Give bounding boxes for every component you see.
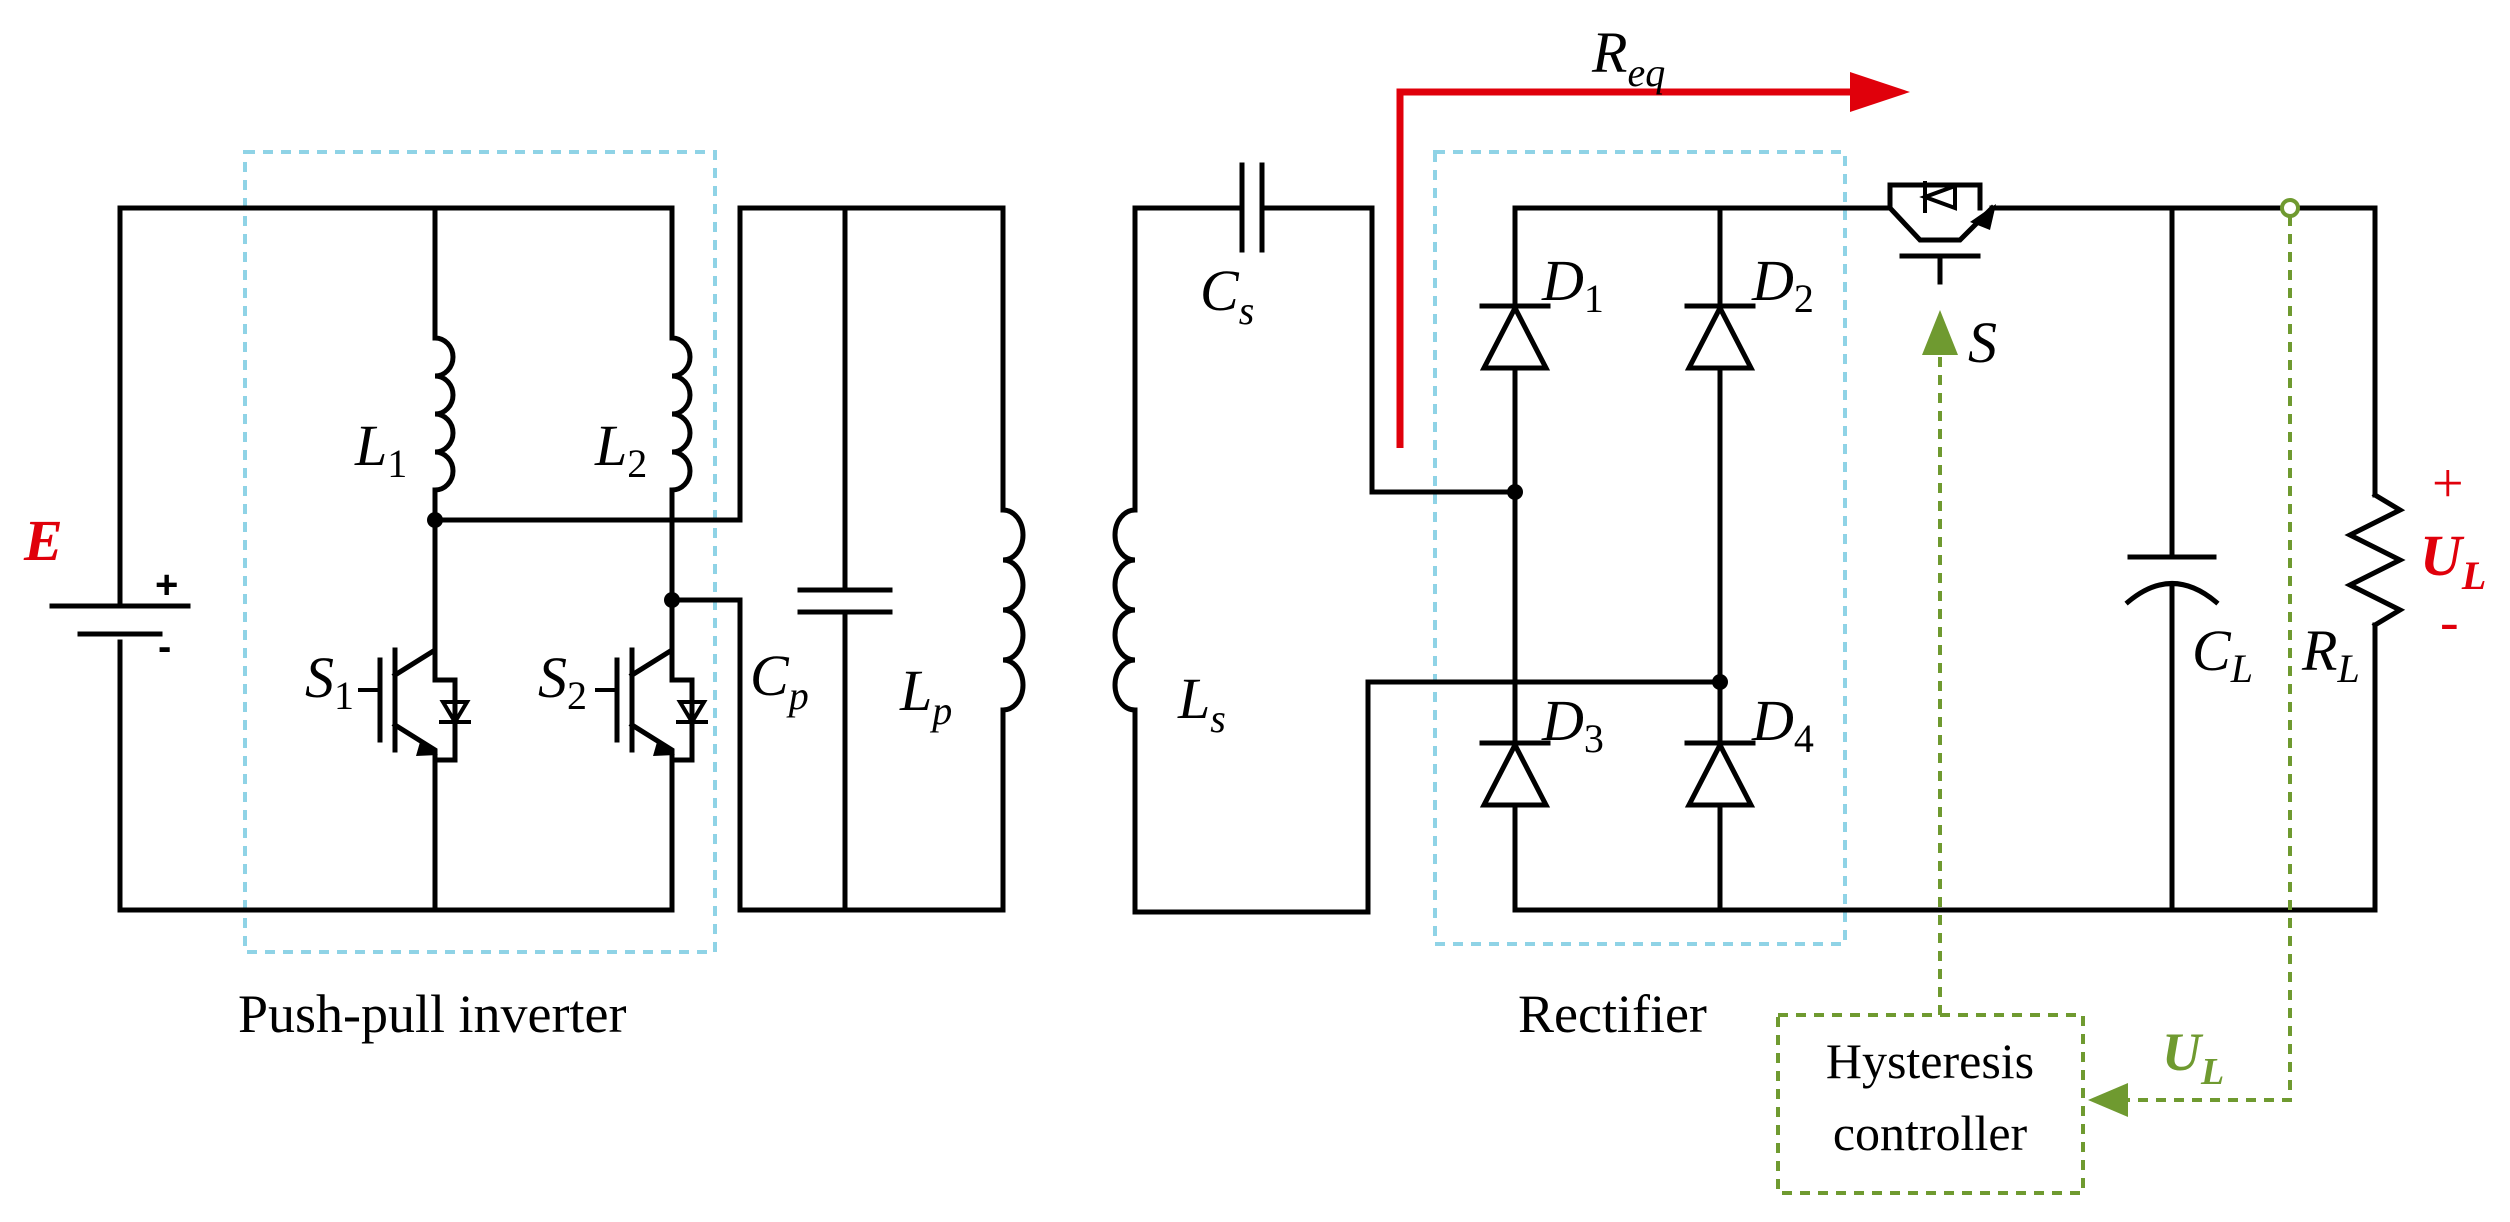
- igbt-s2: [595, 637, 708, 913]
- junction-rect-left: [1507, 484, 1523, 500]
- resistor-rl: [2344, 491, 2406, 629]
- push-pull-inverter: [358, 205, 743, 913]
- label-rectifier: Rectifier: [1518, 984, 1707, 1044]
- label-push-pull-inverter: Push-pull inverter: [238, 984, 626, 1044]
- label-ul-minus: -: [2440, 591, 2459, 653]
- voltage-sense-node: [2280, 198, 2300, 218]
- inductor-lp: [1002, 507, 1026, 713]
- label-d1: D1: [1541, 248, 1604, 321]
- label-cp: Cp: [750, 643, 809, 718]
- label-s1: S1: [305, 645, 354, 718]
- label-s2: S2: [538, 645, 587, 718]
- label-l2: L2: [594, 413, 647, 486]
- load-network: [2124, 198, 2406, 913]
- label-e-minus: -: [158, 625, 171, 669]
- junction-rect-right: [1712, 674, 1728, 690]
- label-ls: Ls: [1177, 666, 1226, 741]
- diode-d3: [1479, 739, 1551, 808]
- controller-line1: Hysteresis: [1826, 1033, 2034, 1089]
- label-l1: L1: [354, 413, 407, 486]
- label-d4: D4: [1751, 688, 1814, 761]
- label-e-plus: +: [155, 563, 178, 607]
- controller-line2: controller: [1833, 1105, 2028, 1161]
- hysteresis-controller-box: [1776, 1013, 2085, 1195]
- label-e: E: [23, 508, 63, 573]
- label-lp: Lp: [899, 658, 952, 733]
- secondary-tank: [1112, 162, 1723, 915]
- bridge-rectifier: [1479, 205, 2378, 913]
- label-d2: D2: [1751, 248, 1814, 321]
- label-cl: CL: [2192, 618, 2253, 691]
- label-req: Req: [1591, 20, 1665, 95]
- rectifier-box: [1433, 150, 1847, 946]
- junction-l1: [427, 512, 443, 528]
- dc-source-e: [49, 205, 675, 913]
- push-pull-inverter-box: [243, 150, 717, 954]
- inductor-l1: [434, 335, 456, 493]
- label-rl: RL: [2301, 618, 2360, 691]
- primary-tank: [737, 205, 1026, 913]
- label-s: S: [1968, 310, 1997, 375]
- req-arrow: [1396, 72, 1910, 448]
- inductor-l2: [671, 335, 693, 493]
- diode-d2: [1684, 302, 1756, 371]
- label-d3: D3: [1541, 688, 1604, 761]
- label-cs: Cs: [1200, 258, 1254, 333]
- igbt-s1: [358, 637, 471, 913]
- label-ul: UL: [2420, 523, 2486, 598]
- diode-d1: [1479, 302, 1551, 371]
- junction-l2: [664, 592, 680, 608]
- diode-d4: [1684, 739, 1756, 808]
- control-loop: [1776, 216, 2292, 1195]
- label-ul-feedback: UL: [2162, 1022, 2224, 1093]
- inductor-ls: [1112, 507, 1136, 713]
- label-ul-plus: +: [2432, 453, 2464, 515]
- switch-s: [1886, 181, 2378, 285]
